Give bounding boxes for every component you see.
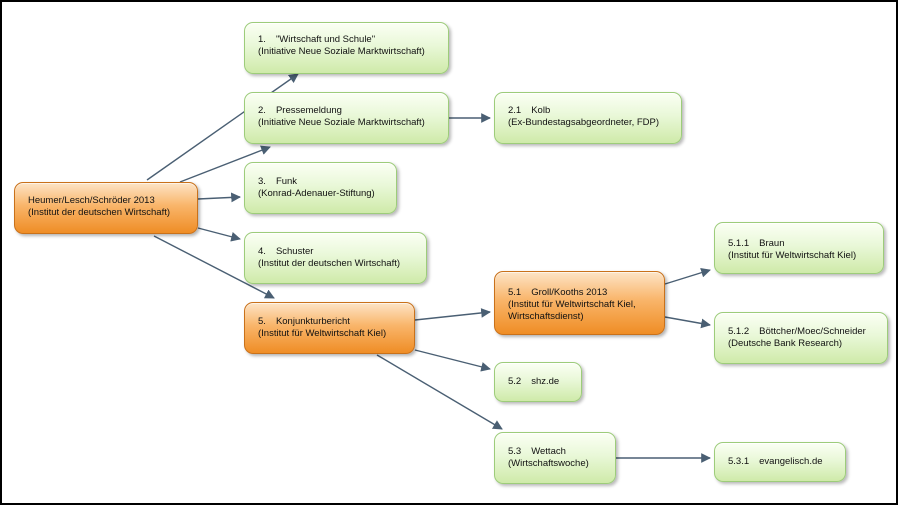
node-4-sub: (Institut der deutschen Wirtschaft) — [258, 258, 401, 269]
node-5-1-2-sub: (Deutsche Bank Research) — [728, 338, 843, 349]
node-3-title: Funk — [275, 176, 298, 187]
node-5-1-1-title: Braun — [759, 238, 785, 249]
node-2-number: 2. — [258, 105, 266, 116]
node-5-2-number: 5.2 — [508, 376, 522, 387]
node-2[interactable]: 2. Pressemeldung (Initiative Neue Soziale… — [244, 92, 449, 144]
node-5-3-number: 5.3 — [508, 446, 522, 457]
node-4-title: Schuster — [275, 246, 314, 257]
edge-51-to-512 — [664, 316, 711, 329]
node-5-1-1[interactable]: 5.1.1 Braun (Institut für Weltwirtschaft … — [714, 222, 884, 274]
edge-root-to-4 — [197, 227, 241, 242]
node-5-1-2-number: 5.1.2 — [728, 326, 750, 337]
edge-root-to-2 — [179, 145, 271, 183]
node-5-2-title: shz.de — [531, 376, 560, 387]
node-5-3[interactable]: 5.3 Wettach (Wirtschaftswoche) — [494, 432, 616, 484]
node-2-title: Pressemeldung — [275, 105, 342, 116]
edge-5-to-52 — [414, 349, 491, 372]
node-4-number: 4. — [258, 246, 266, 257]
node-1-title: "Wirtschaft und Schule" — [275, 34, 376, 45]
node-1-number: 1. — [258, 34, 266, 45]
node-5-3-1[interactable]: 5.3.1 evangelisch.de — [714, 442, 846, 482]
node-5-2[interactable]: 5.2 shz.de — [494, 362, 582, 402]
node-2-1-title: Kolb — [531, 105, 551, 116]
node-5-1-1-sub: (Institut für Weltwirtschaft Kiel) — [728, 250, 857, 261]
edge-51-to-511 — [664, 267, 711, 285]
node-1-sub: (Initiative Neue Soziale Marktwirtschaft… — [258, 46, 425, 57]
edge-root-to-1 — [146, 73, 299, 181]
node-5-1-title: Groll/Kooths 2013 — [531, 287, 608, 298]
node-5-sub: (Institut für Weltwirtschaft Kiel) — [258, 328, 387, 339]
node-3-sub: (Konrad-Adenauer-Stiftung) — [258, 188, 375, 199]
node-4[interactable]: 4. Schuster (Institut der deutschen Wirts… — [244, 232, 427, 284]
node-5-number: 5. — [258, 316, 266, 327]
node-5-1-sub2: Wirtschaftsdienst) — [508, 311, 584, 322]
edge-root-to-5 — [153, 235, 275, 299]
node-5-3-1-title: evangelisch.de — [759, 456, 823, 467]
node-5[interactable]: 5. Konjunkturbericht (Institut für Weltwi… — [244, 302, 415, 354]
node-5-1-sub: (Institut für Weltwirtschaft Kiel, — [508, 299, 636, 310]
node-5-3-title: Wettach — [531, 446, 566, 457]
node-root[interactable]: Heumer/Lesch/Schröder 2013 (Institut der… — [14, 182, 198, 234]
edge-5-to-51 — [414, 308, 491, 321]
node-2-1-sub: (Ex-Bundestagsabgeordneter, FDP) — [508, 117, 660, 128]
node-5-1[interactable]: 5.1 Groll/Kooths 2013 (Institut für Weltw… — [494, 271, 665, 335]
node-3[interactable]: 3. Funk (Konrad-Adenauer-Stiftung) — [244, 162, 397, 214]
node-5-3-1-number: 5.3.1 — [728, 456, 750, 467]
node-5-title: Konjunkturbericht — [275, 316, 350, 327]
node-2-1-number: 2.1 — [508, 105, 522, 116]
node-2-sub: (Initiative Neue Soziale Marktwirtschaft… — [258, 117, 425, 128]
node-5-1-2-title: Böttcher/Moec/Schneider — [759, 326, 866, 337]
edge-5-to-53 — [376, 354, 503, 430]
node-5-3-sub: (Wirtschaftswoche) — [508, 458, 589, 469]
node-5-1-1-number: 5.1.1 — [728, 238, 750, 249]
node-1[interactable]: 1. "Wirtschaft und Schule" (Initiative Ne… — [244, 22, 449, 74]
node-2-1[interactable]: 2.1 Kolb (Ex-Bundestagsabgeordneter, FDP) — [494, 92, 682, 144]
node-5-1-2[interactable]: 5.1.2 Böttcher/Moec/Schneider (Deutsche B… — [714, 312, 888, 364]
edge-root-to-3 — [197, 192, 241, 203]
node-5-1-number: 5.1 — [508, 287, 522, 298]
node-root-sub: (Institut der deutschen Wirtschaft) — [28, 207, 171, 218]
node-root-title: Heumer/Lesch/Schröder 2013 — [28, 195, 155, 206]
node-3-number: 3. — [258, 176, 266, 187]
